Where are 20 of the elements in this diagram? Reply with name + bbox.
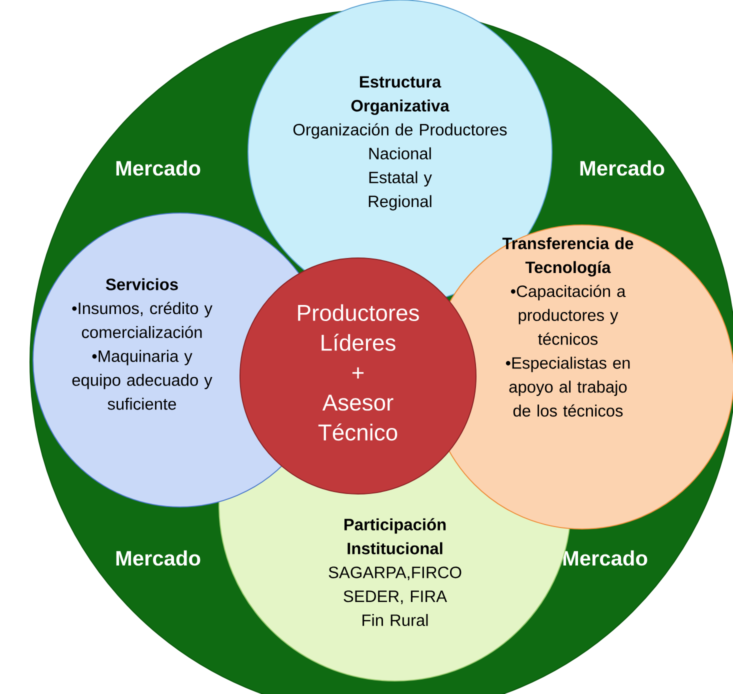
circle-text: •Insumos, crédito y comercialización [72, 302, 212, 338]
circle-label: Productores Líderes + Asesor Técnico [298, 304, 419, 441]
circle-text: Fin Rural [362, 614, 428, 626]
circle-text: •Capacitación a productores y técnicos [510, 284, 626, 345]
circle-text: Estatal y [369, 171, 432, 187]
circle-heading: Estructura Organizativa [351, 76, 450, 115]
circle-text: Organización de Productores [293, 123, 507, 139]
circle-heading: Servicios [106, 278, 178, 290]
circle-heading: Participación Institucional [344, 518, 446, 554]
circle-text: •Maquinaria y equipo adecuado y suficiente [72, 350, 212, 410]
market-label: Mercado [563, 550, 648, 566]
circle-text: SEDER, FIRA [344, 590, 448, 604]
circle-text: Nacional [369, 147, 431, 160]
circle-heading: Transferencia de Tecnología [502, 237, 634, 276]
market-label: Mercado [580, 160, 664, 176]
circle-text: SAGARPA,FIRCO [328, 566, 462, 580]
circle-text: Regional [368, 195, 432, 210]
market-label: Mercado [116, 550, 200, 566]
circle-text: •Especialistas en apoyo al trabajo de los técnicos [506, 356, 630, 417]
market-label: Mercado [116, 160, 200, 176]
